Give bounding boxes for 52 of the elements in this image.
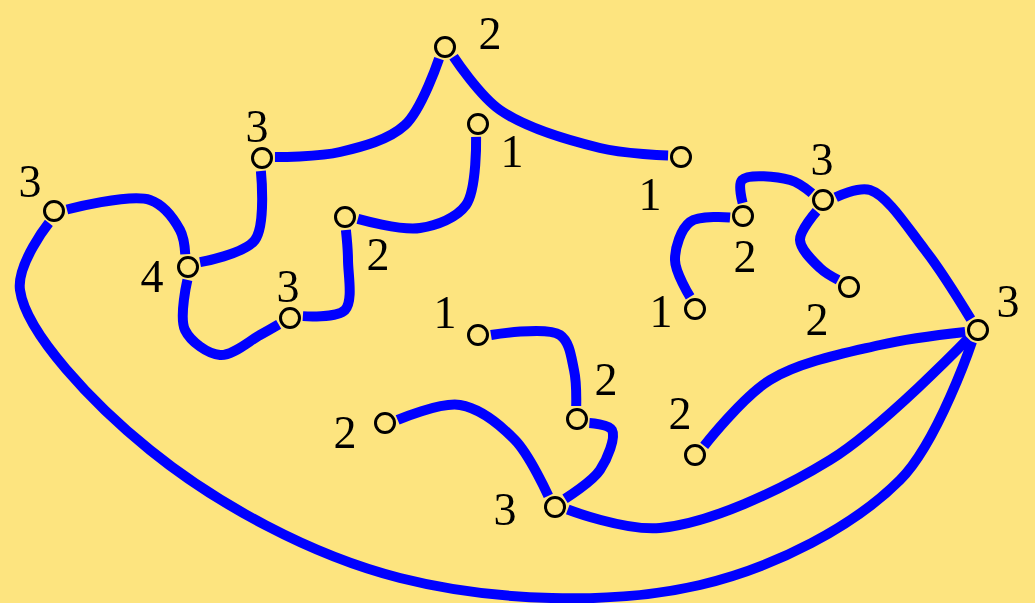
connector-curve	[15, 220, 977, 603]
vertex-label: 4	[140, 254, 164, 300]
vertex-circle	[177, 256, 199, 278]
vertex-label: 2	[594, 357, 618, 403]
vertex-label: 1	[500, 129, 524, 175]
connector-curve	[199, 170, 268, 268]
vertex-label: 3	[493, 487, 517, 533]
vertex-circle	[43, 200, 65, 222]
connector-curve	[302, 229, 355, 322]
connector-curve	[700, 327, 966, 449]
vertex-label: 2	[366, 232, 390, 278]
vertex-circle	[467, 324, 489, 346]
connector-curve	[670, 212, 731, 300]
vertex-label: 3	[996, 279, 1020, 325]
vertex-label: 3	[245, 104, 269, 150]
connector-curve	[274, 56, 444, 162]
vertex-circle	[838, 276, 860, 298]
vertex-circle	[467, 113, 489, 135]
vertex-circle	[684, 298, 706, 320]
vertex-circle	[812, 189, 834, 211]
connector-curve	[395, 399, 553, 498]
connector-curve	[795, 208, 841, 285]
connector-curve	[562, 417, 618, 503]
vertex-circle	[279, 307, 301, 329]
connector-curve	[735, 171, 815, 205]
vertex-label: 2	[333, 410, 357, 456]
vertex-label: 2	[733, 234, 757, 280]
vertex-circle	[566, 408, 588, 430]
connector-curve	[566, 335, 972, 534]
vertex-label: 1	[433, 290, 457, 336]
vertex-circle	[334, 206, 356, 228]
vertex-circle	[684, 444, 706, 466]
connector-curve	[449, 54, 669, 161]
vertex-label: 1	[649, 289, 673, 335]
vertex-circle	[374, 412, 396, 434]
vertex-circle	[544, 496, 566, 518]
vertex-circle	[434, 36, 456, 58]
vertex-label: 2	[668, 391, 692, 437]
vertex-label: 3	[276, 264, 300, 310]
vertex-label: 2	[805, 297, 829, 343]
connector-curve	[177, 278, 282, 360]
vertex-circle	[732, 205, 754, 227]
connector-curve	[65, 193, 191, 255]
vertex-circle	[670, 146, 692, 168]
vertex-label: 3	[18, 159, 42, 205]
vertex-circle	[251, 147, 273, 169]
connector-curve	[490, 326, 582, 407]
vertex-label: 2	[478, 11, 502, 57]
connector-curve	[356, 136, 482, 234]
vertex-label: 3	[810, 137, 834, 183]
vertex-label: 1	[638, 172, 662, 218]
vertex-circle	[967, 319, 989, 341]
